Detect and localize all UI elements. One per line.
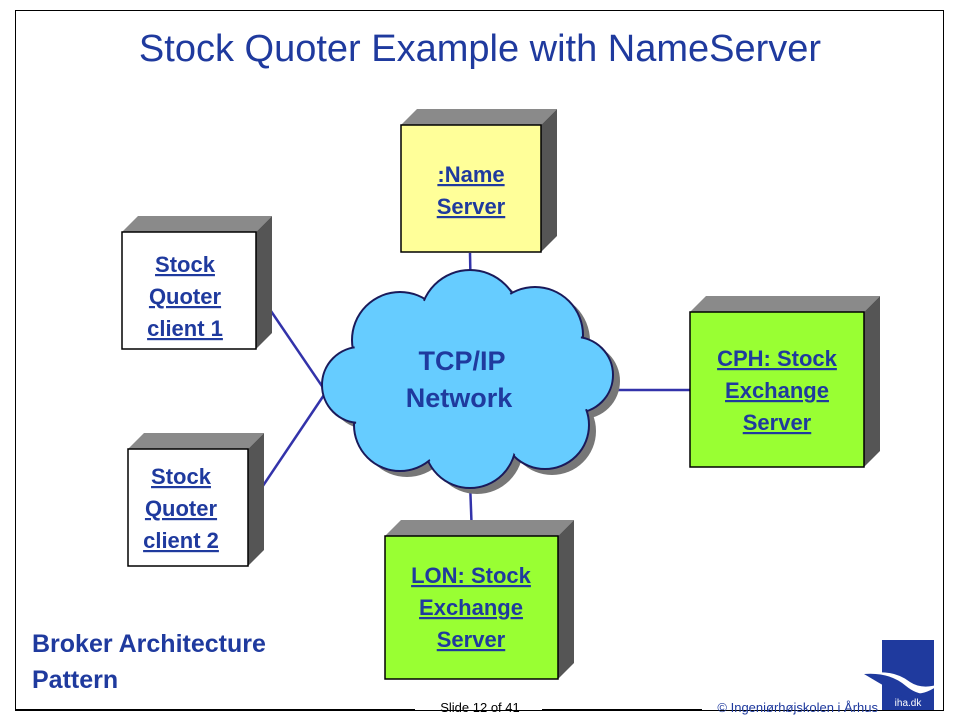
cloud-fill — [324, 272, 611, 486]
lon-label-3: Server — [437, 627, 506, 652]
client1-box — [121, 231, 257, 350]
cph-label-3: Server — [743, 410, 812, 435]
logo-text: iha.dk — [895, 698, 923, 709]
iha-logo: iha.dk — [864, 640, 940, 710]
client1-shadow-side — [256, 216, 272, 349]
lon-server-box — [384, 535, 559, 680]
client2-box — [127, 448, 249, 567]
cph-label-2: Exchange — [725, 378, 829, 403]
name-server-shadow-top — [401, 109, 557, 125]
lon-label-2: Exchange — [419, 595, 523, 620]
name-server-node: :Name Server — [400, 109, 557, 253]
name-server-box — [400, 124, 542, 253]
logo-wing-blue — [864, 673, 932, 700]
client2-shadow-top — [128, 433, 264, 449]
client2-label-2: Quoter — [145, 496, 218, 521]
cph-shadow-top — [690, 296, 880, 312]
lon-shadow-side — [558, 520, 574, 679]
name-server-label-2: Server — [437, 194, 506, 219]
client1-shadow-top — [122, 216, 272, 232]
cloud-label-1: TCP/IP — [418, 346, 505, 376]
client1-label-1: Stock — [155, 252, 216, 277]
name-server-shadow-side — [541, 109, 557, 252]
footer-line-left — [15, 709, 415, 710]
cph-shadow-side — [864, 296, 880, 467]
client2-label-1: Stock — [151, 464, 212, 489]
client2-label-3: client 2 — [143, 528, 219, 553]
footer-line-right — [542, 709, 702, 710]
cph-server-node: CPH: Stock Exchange Server — [689, 296, 880, 468]
tcp-ip-cloud: TCP/IP Network — [321, 269, 620, 494]
client2-node: Stock Quoter client 2 — [127, 433, 264, 567]
slide-frame — [15, 10, 944, 711]
lon-server-node: LON: Stock Exchange Server — [384, 520, 574, 680]
cph-label-1: CPH: Stock — [717, 346, 838, 371]
cloud-label-2: Network — [406, 383, 514, 413]
client1-node: Stock Quoter client 1 — [121, 216, 272, 350]
lon-shadow-top — [385, 520, 574, 536]
client2-shadow-side — [248, 433, 264, 566]
copyright-text: © Ingeniørhøjskolen i Århus — [717, 700, 878, 715]
cph-server-box — [689, 311, 865, 468]
lon-label-1: LON: Stock — [411, 563, 532, 588]
name-server-label-1: :Name — [437, 162, 504, 187]
slide-number: Slide 12 of 41 — [440, 700, 520, 715]
client1-label-3: client 1 — [147, 316, 223, 341]
slide-title: Stock Quoter Example with NameServer — [138, 28, 822, 70]
client1-label-2: Quoter — [149, 284, 222, 309]
pattern-label: Broker Architecture Pattern — [32, 630, 266, 694]
